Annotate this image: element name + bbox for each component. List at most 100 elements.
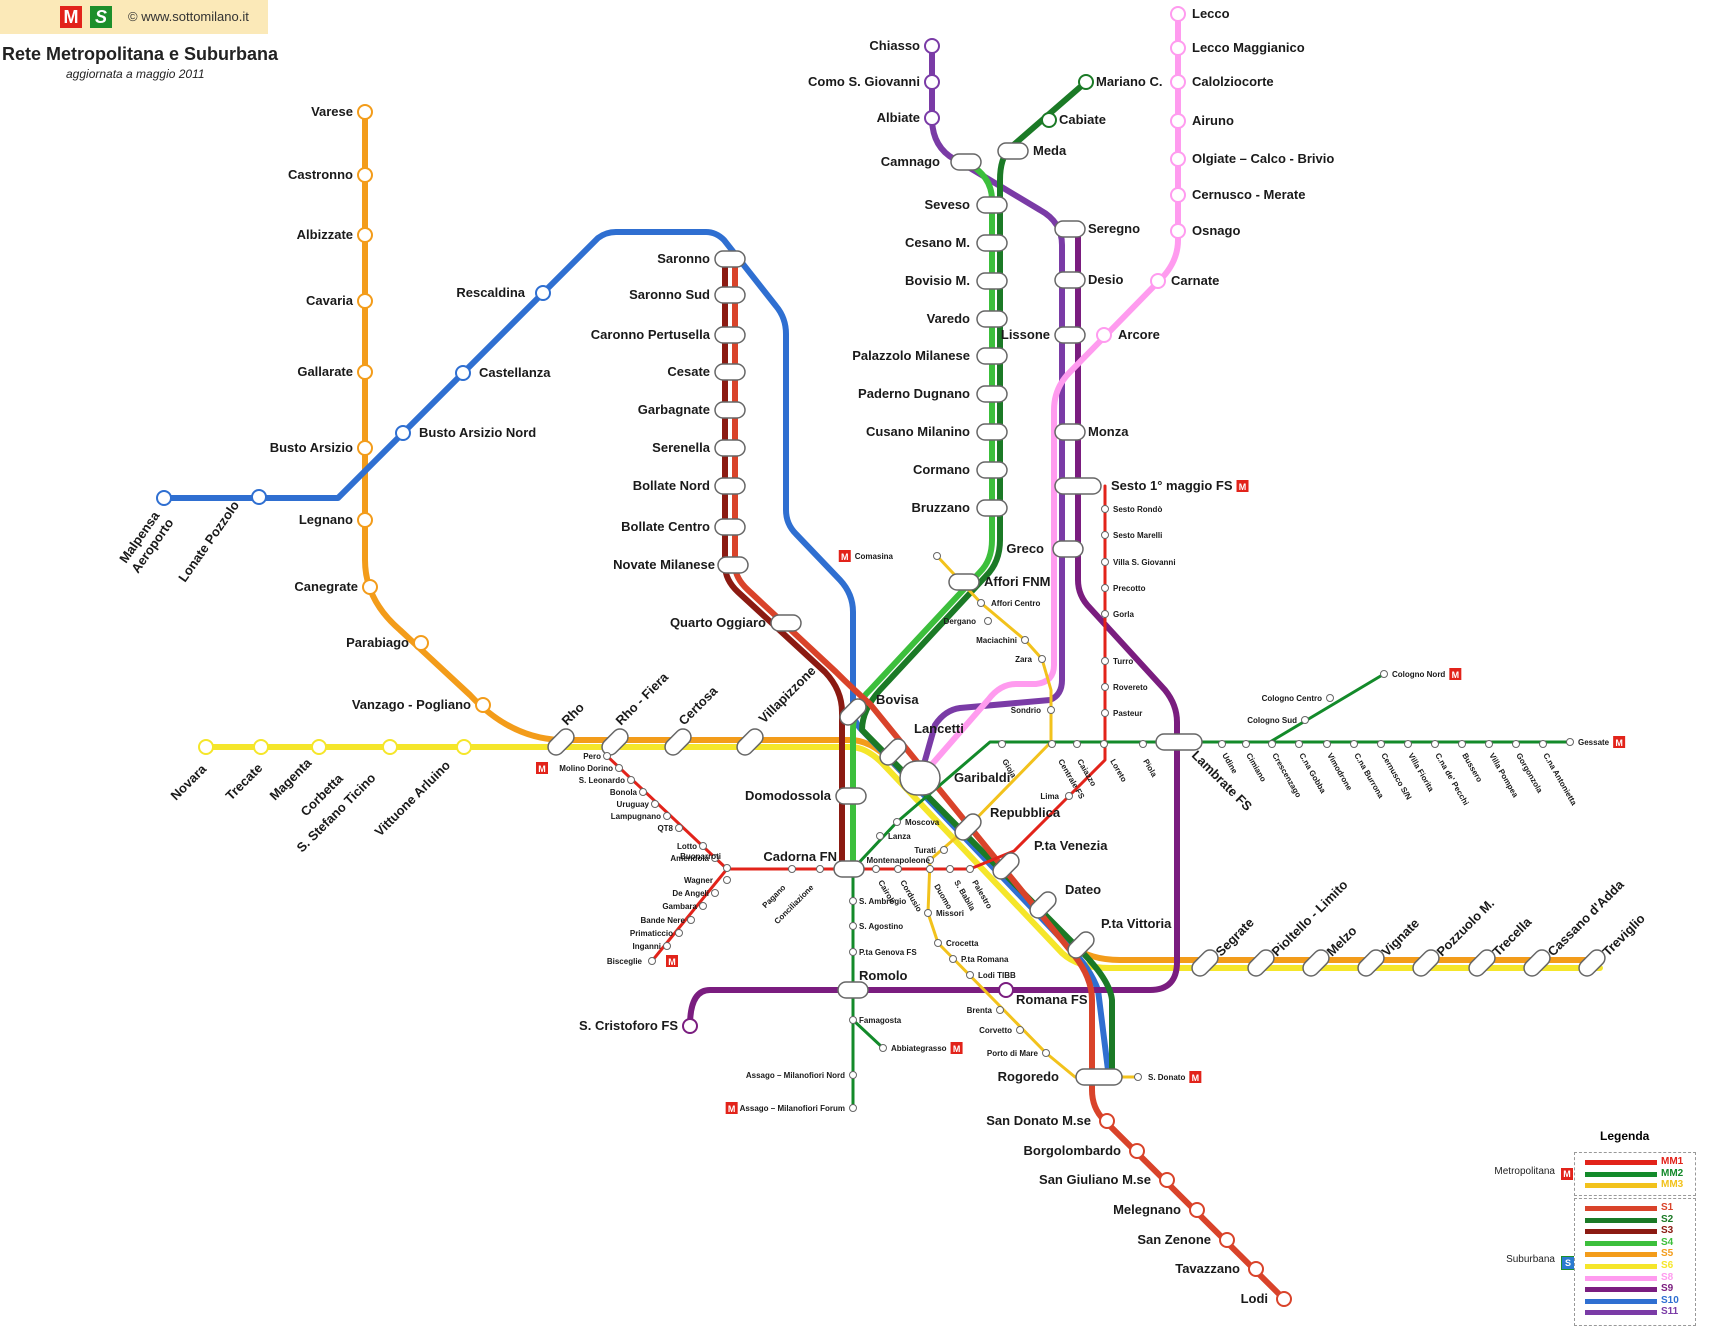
station-marker[interactable] — [976, 196, 1008, 214]
station-marker[interactable] — [997, 142, 1029, 160]
metro-station-marker[interactable] — [849, 897, 857, 905]
metro-station-marker[interactable] — [675, 929, 683, 937]
metro-station-uruguay[interactable]: Uruguay — [617, 800, 659, 809]
station-marker[interactable] — [1054, 220, 1086, 238]
station-sangiuliano[interactable]: San Giuliano M.se — [1039, 1172, 1175, 1188]
station-marker[interactable] — [1150, 273, 1166, 289]
metro-station-pasteur[interactable]: Pasteur — [1101, 709, 1143, 718]
station-varese[interactable]: Varese — [311, 104, 373, 120]
station-marker[interactable] — [976, 347, 1008, 365]
metro-station-sesto-rond[interactable]: Sesto Rondò — [1101, 505, 1163, 514]
station-legnano[interactable]: Legnano — [299, 512, 373, 528]
metro-station-marker[interactable] — [1073, 740, 1081, 748]
station-lambrate[interactable]: Lambrate FS — [1155, 733, 1255, 814]
station-marker[interactable] — [1054, 271, 1086, 289]
metro-station-bande-nere[interactable]: Bande Nere — [641, 916, 695, 925]
metro-station-marker[interactable] — [934, 939, 942, 947]
metro-station-lotto[interactable]: Lotto — [677, 842, 707, 851]
station-marker[interactable] — [1300, 947, 1333, 980]
station-cavaria[interactable]: Cavaria — [306, 293, 373, 309]
metro-station-marker[interactable] — [1566, 738, 1574, 746]
station-rescaldina[interactable]: Rescaldina — [456, 285, 551, 301]
station-romanafs[interactable]: Romana FS — [998, 982, 1088, 1007]
metro-station-rovereto[interactable]: Rovereto — [1101, 683, 1148, 692]
station-marker[interactable] — [1054, 423, 1086, 441]
station-marker[interactable] — [357, 512, 373, 528]
metro-station-marker[interactable] — [1539, 740, 1547, 748]
station-marker[interactable] — [714, 518, 746, 536]
metro-station-sondrio[interactable]: Sondrio — [1011, 706, 1055, 715]
station-marker[interactable] — [1245, 947, 1278, 980]
station-marker[interactable] — [357, 104, 373, 120]
metro-station-assago-milanofiori-nord[interactable]: Assago – Milanofiori Nord — [746, 1071, 857, 1080]
station-marker[interactable] — [1054, 477, 1102, 495]
station-marker[interactable] — [1189, 1202, 1205, 1218]
metro-station-marker[interactable] — [1100, 740, 1108, 748]
metro-station-marker[interactable] — [984, 617, 992, 625]
metro-station-marker[interactable] — [894, 865, 902, 873]
metro-station-marker[interactable] — [949, 955, 957, 963]
metro-station-piola[interactable]: Piola — [1139, 740, 1159, 780]
station-marker[interactable] — [976, 272, 1008, 290]
metro-station-famagosta[interactable]: Famagosta — [849, 1016, 902, 1025]
station-marker[interactable] — [1410, 947, 1443, 980]
station-marker[interactable] — [198, 739, 214, 755]
station-tavazzano[interactable]: Tavazzano — [1175, 1261, 1264, 1277]
metro-station-vimodrone[interactable]: Vimodrone — [1323, 740, 1355, 793]
station-marker[interactable] — [924, 38, 940, 54]
metro-station-c-na-gobba[interactable]: C.na Gobba — [1295, 740, 1328, 796]
station-bovisiom[interactable]: Bovisio M. — [905, 272, 1008, 290]
station-airuno[interactable]: Airuno — [1170, 113, 1234, 129]
station-marker[interactable] — [1466, 947, 1499, 980]
metro-station-marker[interactable] — [603, 752, 611, 760]
metro-station-marker[interactable] — [1485, 740, 1493, 748]
station-marker[interactable] — [976, 234, 1008, 252]
station-marker[interactable] — [1170, 187, 1186, 203]
metro-station-marker[interactable] — [816, 865, 824, 873]
metro-station-marker[interactable] — [926, 856, 934, 864]
metro-station-marker[interactable] — [1048, 740, 1056, 748]
station-camnago[interactable]: Camnago — [881, 153, 982, 171]
station-monza[interactable]: Monza — [1054, 423, 1129, 441]
station-marker[interactable] — [877, 736, 910, 769]
metro-station-marker[interactable] — [849, 1104, 857, 1112]
station-lonate[interactable]: Lonate Pozzolo — [175, 489, 267, 585]
station-marker[interactable] — [1576, 947, 1609, 980]
station-marker[interactable] — [662, 726, 695, 759]
station-saronno[interactable]: Saronno — [657, 250, 746, 268]
metro-station-marker[interactable] — [1101, 709, 1109, 717]
station-marker[interactable] — [1054, 326, 1086, 344]
station-marker[interactable] — [311, 739, 327, 755]
station-calolzio[interactable]: Calolziocorte — [1170, 74, 1274, 90]
metro-station-s-agostino[interactable]: S. Agostino — [849, 922, 904, 931]
metro-station-primaticcio[interactable]: Primaticcio — [630, 929, 683, 938]
station-bovisa[interactable]: Bovisa — [837, 692, 920, 728]
metro-station-marker[interactable] — [711, 889, 719, 897]
station-marker[interactable] — [1170, 223, 1186, 239]
station-marker[interactable] — [837, 981, 869, 999]
station-marker[interactable] — [714, 250, 746, 268]
metro-station-c-na-antonietta[interactable]: C.na Antonietta — [1539, 740, 1579, 808]
station-novate[interactable]: Novate Milanese — [613, 556, 749, 574]
metro-station-marker[interactable] — [1350, 740, 1358, 748]
metro-station-missori[interactable]: Missori — [924, 909, 965, 918]
metro-station-marker[interactable] — [1404, 740, 1412, 748]
metro-station-marker[interactable] — [926, 865, 934, 873]
metro-station-marker[interactable] — [699, 902, 707, 910]
station-marker[interactable] — [413, 635, 429, 651]
station-bruzzano[interactable]: Bruzzano — [912, 499, 1008, 517]
station-lissone[interactable]: Lissone — [1001, 326, 1086, 344]
station-gallarate[interactable]: Gallarate — [297, 364, 373, 380]
station-marker[interactable] — [1027, 889, 1060, 922]
station-marker[interactable] — [833, 860, 865, 878]
metro-station-buonarroti[interactable]: Buonarroti — [680, 852, 731, 872]
metro-station-marker[interactable] — [615, 764, 623, 772]
station-marker[interactable] — [475, 697, 491, 713]
metro-station-amendola[interactable]: Amendola — [670, 854, 719, 863]
station-cormano[interactable]: Cormano — [913, 461, 1008, 479]
station-marianoc[interactable]: Mariano C. — [1078, 74, 1162, 90]
metro-station-crocetta[interactable]: Crocetta — [934, 939, 980, 948]
